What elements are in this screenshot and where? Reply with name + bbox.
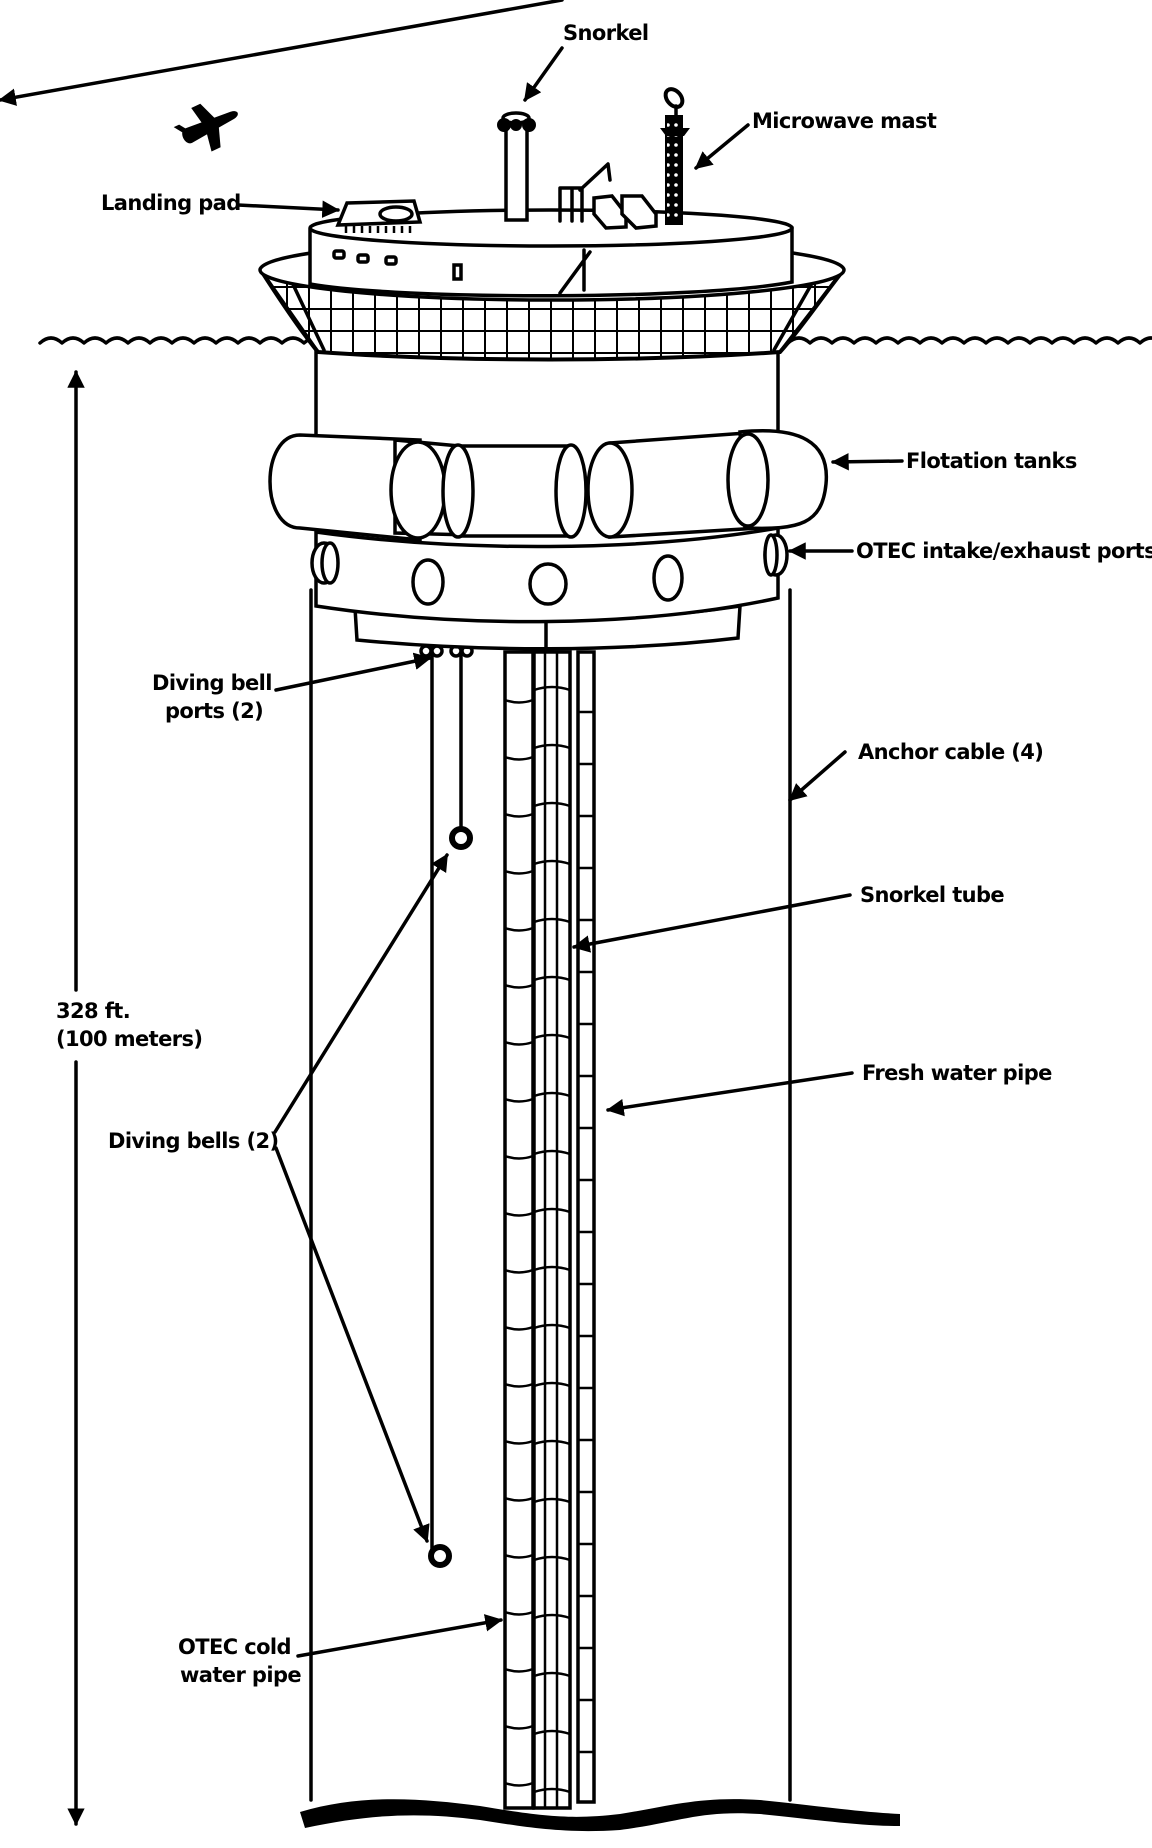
pipe-segment: [533, 1729, 571, 1736]
microwave-mast: [660, 115, 690, 225]
depth-dimension: 328 ft. (100 meters): [56, 370, 203, 1826]
pipe-segment: [533, 743, 571, 750]
label-landing-pad: Landing pad: [101, 191, 241, 215]
pipe-segment: [504, 1439, 534, 1445]
pipe-segment: [533, 1207, 571, 1214]
seabed: [300, 1799, 900, 1832]
pipe-segment: [504, 1154, 534, 1160]
snorkel-tube: [532, 650, 572, 1810]
label-otec-cold-pipe-1: OTEC cold: [178, 1635, 291, 1659]
label-snorkel: Snorkel: [563, 21, 649, 45]
diving-bell-upper: [449, 826, 473, 850]
pipe-segment: [504, 1211, 534, 1217]
pipe-segment: [533, 1555, 571, 1562]
satellite-dish-icon: [663, 87, 685, 118]
pipe-segment: [504, 926, 534, 932]
pipe-segment: [533, 801, 571, 808]
pipe-segment: [504, 812, 534, 818]
callout-arrows: [0, 0, 904, 1658]
pipe-segment: [504, 1553, 534, 1559]
flotation-tanks: [268, 429, 829, 542]
label-fresh-water-pipe: Fresh water pipe: [862, 1061, 1052, 1085]
pipe-segment: [533, 1149, 571, 1156]
pipe-segment: [504, 1382, 534, 1388]
pipe-segment: [533, 1091, 571, 1098]
pipe-segment: [533, 975, 571, 982]
pipe-segment: [504, 869, 534, 875]
pipe-segment: [504, 1496, 534, 1502]
pipe-segment: [504, 1781, 534, 1787]
label-diving-bell-ports-1: Diving bell: [152, 671, 272, 695]
pipe-segment: [504, 1667, 534, 1673]
pipe-segment: [504, 1040, 534, 1046]
pipe-segment: [533, 685, 571, 692]
pipe-segment: [504, 1097, 534, 1103]
airplane-icon: [173, 103, 238, 152]
diving-bell-lower: [428, 1544, 452, 1568]
pipe-segment: [533, 1033, 571, 1040]
pipe-segment: [533, 859, 571, 866]
label-otec-cold-pipe-2: water pipe: [180, 1663, 301, 1687]
otec-ports: [310, 533, 789, 606]
snorkel: [497, 111, 536, 222]
pipe-segment: [533, 917, 571, 924]
pipe-segment: [533, 1439, 571, 1446]
pipe-segment: [504, 1268, 534, 1274]
label-microwave-mast: Microwave mast: [752, 109, 937, 133]
pipe-segment: [533, 1497, 571, 1504]
pipe-segment: [533, 1671, 571, 1678]
pipe-segment: [504, 698, 534, 704]
cargo-containers: [592, 194, 658, 230]
crane: [558, 162, 612, 223]
label-snorkel-tube: Snorkel tube: [860, 883, 1004, 907]
otec-cold-water-pipe: [503, 650, 535, 1810]
label-otec-ports: OTEC intake/exhaust ports: [856, 539, 1152, 563]
pipe-segment: [504, 1724, 534, 1730]
landing-pad: [335, 199, 423, 233]
pipe-segment: [504, 1610, 534, 1616]
pipe-segment: [533, 1787, 571, 1794]
superstructure-windows: [332, 249, 463, 281]
label-anchor-cable: Anchor cable (4): [858, 740, 1043, 764]
pipe-segment: [504, 755, 534, 761]
pipe-segment: [533, 1265, 571, 1272]
fresh-water-pipe: [576, 650, 596, 1804]
label-diving-bells: Diving bells (2): [108, 1129, 279, 1153]
pipe-segment: [504, 1325, 534, 1331]
depth-label-m: (100 meters): [56, 1027, 202, 1051]
pipe-segment: [533, 1613, 571, 1620]
pipe-segment: [533, 1381, 571, 1388]
pipe-segment: [504, 983, 534, 989]
label-flotation-tanks: Flotation tanks: [906, 449, 1077, 473]
depth-label-ft: 328 ft.: [56, 999, 130, 1023]
label-diving-bell-ports-2: ports (2): [165, 699, 263, 723]
pipe-segment: [533, 1323, 571, 1330]
